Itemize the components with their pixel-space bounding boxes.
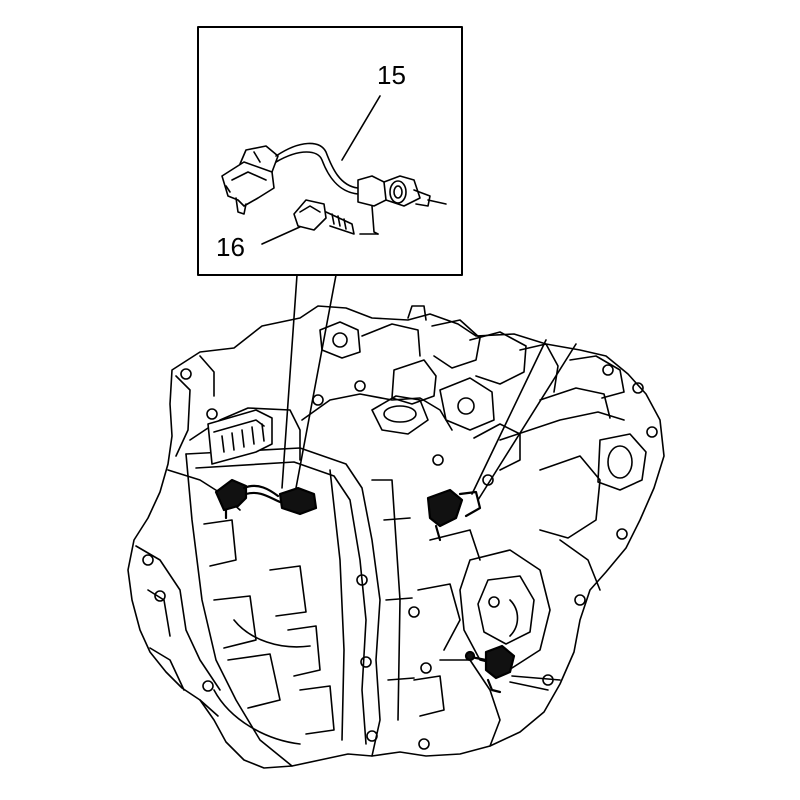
transmission-housing	[127, 305, 665, 769]
zoom-line-left	[281, 274, 298, 489]
installed-sensor-middle	[426, 339, 577, 542]
zoom-line-right	[295, 274, 337, 489]
housing-bolts	[142, 364, 658, 750]
speed-sensor-harness	[221, 142, 447, 235]
leader-line-16	[261, 225, 303, 245]
sensor-bolt	[293, 199, 355, 235]
installed-sensor-left	[214, 478, 318, 520]
callout-label-16: 16	[216, 232, 245, 262]
callout-label-15: 15	[377, 60, 406, 90]
installed-sensor-lower	[464, 644, 561, 694]
inset-detail-box	[197, 26, 463, 276]
leader-line-15	[341, 95, 381, 161]
